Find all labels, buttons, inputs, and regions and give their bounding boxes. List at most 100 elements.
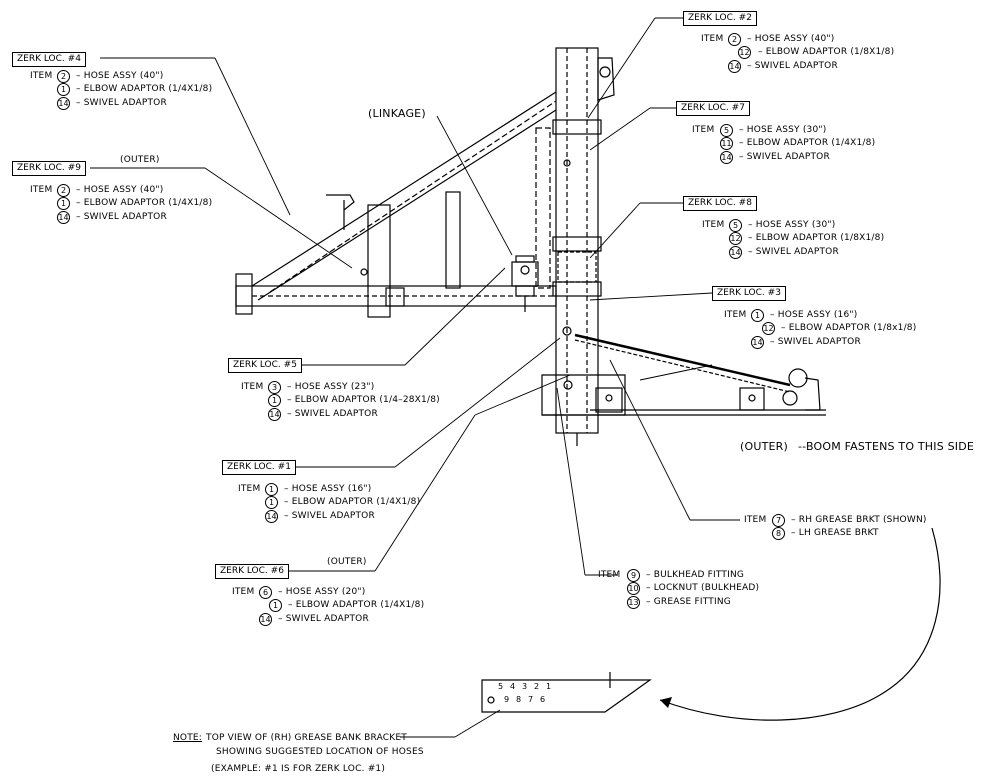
- item-number: 1: [57, 83, 70, 96]
- item-number: 14: [751, 336, 764, 349]
- item-number: 9: [627, 569, 640, 582]
- bank-number: 2: [534, 682, 540, 691]
- item-label: ITEM: [238, 484, 261, 494]
- item-label: ITEM: [30, 185, 53, 195]
- callout-title-zerk-5: ZERK LOC. #5: [228, 358, 302, 373]
- item-number: 11: [720, 137, 733, 150]
- callout-line: – HOSE ASSY (23"): [287, 382, 375, 392]
- callout-line: – SWIVEL ADAPTOR: [747, 61, 838, 71]
- item-number: 2: [57, 184, 70, 197]
- item-number: 14: [729, 246, 742, 259]
- callout-line: – HOSE ASSY (20"): [278, 587, 366, 597]
- outer-label: (OUTER): [120, 155, 160, 165]
- item-number: 14: [265, 510, 278, 523]
- item-label: ITEM: [692, 125, 715, 135]
- curved-arrow: [659, 527, 941, 721]
- callout-title-zerk-3: ZERK LOC. #3: [712, 286, 786, 301]
- callout-title-zerk-9: ZERK LOC. #9: [12, 161, 86, 176]
- bulkhead-line: – BULKHEAD FITTING: [646, 570, 745, 580]
- callout-title-zerk-8: ZERK LOC. #8: [683, 196, 757, 211]
- callout-line: – SWIVEL ADAPTOR: [748, 247, 839, 257]
- item-number: 2: [57, 70, 70, 83]
- callout-title-zerk-1: ZERK LOC. #1: [222, 460, 296, 475]
- callout-title-zerk-6: ZERK LOC. #6: [215, 564, 289, 579]
- callout-line: – HOSE ASSY (16"): [284, 484, 372, 494]
- callout-line: – SWIVEL ADAPTOR: [284, 511, 375, 521]
- bank-number: 8: [516, 695, 522, 704]
- bulkhead-line: – GREASE FITTING: [646, 597, 731, 607]
- item-number: 12: [762, 322, 775, 335]
- callout-line: – SWIVEL ADAPTOR: [287, 409, 378, 419]
- callout-line: – ELBOW ADAPTOR (1/4X1/8): [76, 84, 213, 94]
- callout-title-zerk-2: ZERK LOC. #2: [683, 11, 757, 26]
- item-number: 14: [720, 151, 733, 164]
- callout-line: – HOSE ASSY (40"): [76, 71, 164, 81]
- callout-line: – ELBOW ADAPTOR (1/4X1/8): [76, 198, 213, 208]
- callout-line: – SWIVEL ADAPTOR: [770, 337, 861, 347]
- item-number: 10: [627, 582, 640, 595]
- callout-line: – ELBOW ADAPTOR (1/8X1/8): [758, 47, 895, 57]
- item-label: ITEM: [232, 587, 255, 597]
- item-number: 14: [57, 97, 70, 110]
- bulkhead-line: – LOCKNUT (BULKHEAD): [646, 583, 760, 593]
- callout-line: – HOSE ASSY (40"): [76, 185, 164, 195]
- item-number: 12: [729, 232, 742, 245]
- bank-number: 5: [498, 682, 504, 691]
- note-line-1: TOP VIEW OF (RH) GREASE BANK BRACKET: [206, 733, 407, 743]
- item-number: 12: [738, 46, 751, 59]
- callout-line: – ELBOW ADAPTOR (1/4–28X1/8): [287, 395, 440, 405]
- callout-line: – HOSE ASSY (16"): [770, 310, 858, 320]
- item-number: 1: [268, 394, 281, 407]
- note-line-3: (EXAMPLE: #1 IS FOR ZERK LOC. #1): [211, 764, 386, 774]
- boom-fastens-label: --BOOM FASTENS TO THIS SIDE: [798, 440, 975, 453]
- callout-line: – ELBOW ADAPTOR (1/4X1/8): [284, 497, 421, 507]
- callout-line: – ELBOW ADAPTOR (1/8x1/8): [781, 323, 917, 333]
- item-number: 6: [259, 586, 272, 599]
- item-label: ITEM: [241, 382, 264, 392]
- callout-line: – ELBOW ADAPTOR (1/8X1/8): [748, 233, 885, 243]
- callout-line: – SWIVEL ADAPTOR: [739, 152, 830, 162]
- bank-number: 9: [504, 695, 510, 704]
- bank-number: 4: [510, 682, 516, 691]
- item-number: 1: [265, 483, 278, 496]
- item-label: ITEM: [30, 71, 53, 81]
- note-label: NOTE:: [173, 733, 203, 743]
- callout-line: – ELBOW ADAPTOR (1/4X1/8): [739, 138, 876, 148]
- item-number: 1: [269, 599, 282, 612]
- item-number: 13: [627, 596, 640, 609]
- item-number: 3: [268, 381, 281, 394]
- outer-label: (OUTER): [327, 557, 367, 567]
- bracket-line: – RH GREASE BRKT (SHOWN): [791, 515, 927, 525]
- item-number: 1: [57, 197, 70, 210]
- callout-line: – ELBOW ADAPTOR (1/4X1/8): [288, 600, 425, 610]
- callout-title-zerk-7: ZERK LOC. #7: [676, 101, 750, 116]
- item-number: 8: [772, 527, 785, 540]
- item-label: ITEM: [744, 515, 767, 525]
- callout-line: – HOSE ASSY (40"): [747, 34, 835, 44]
- item-number: 1: [751, 309, 764, 322]
- bank-number: 6: [540, 695, 546, 704]
- callout-line: – SWIVEL ADAPTOR: [76, 98, 167, 108]
- item-label: ITEM: [598, 570, 621, 580]
- bracket-line: – LH GREASE BRKT: [791, 528, 879, 538]
- callout-line: – HOSE ASSY (30"): [748, 220, 836, 230]
- item-label: ITEM: [724, 310, 747, 320]
- item-number: 1: [265, 496, 278, 509]
- callout-line: – SWIVEL ADAPTOR: [278, 614, 369, 624]
- item-number: 14: [259, 613, 272, 626]
- boom-outer-label: (OUTER): [740, 440, 789, 453]
- grease-bank-bracket: [481, 672, 652, 713]
- item-number: 5: [720, 124, 733, 137]
- item-number: 7: [772, 514, 785, 527]
- item-number: 2: [728, 33, 741, 46]
- bank-number: 3: [522, 682, 528, 691]
- item-number: 14: [268, 408, 281, 421]
- bank-number: 7: [528, 695, 534, 704]
- callout-title-zerk-4: ZERK LOC. #4: [12, 52, 86, 67]
- callout-line: – HOSE ASSY (30"): [739, 125, 827, 135]
- item-number: 14: [728, 60, 741, 73]
- callout-line: – SWIVEL ADAPTOR: [76, 212, 167, 222]
- linkage-label: (LINKAGE): [368, 107, 426, 120]
- note-line-2: SHOWING SUGGESTED LOCATION OF HOSES: [216, 747, 424, 757]
